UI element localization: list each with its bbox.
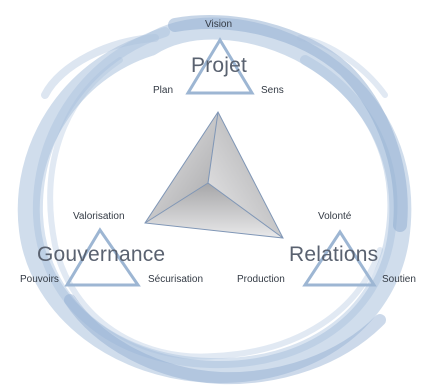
relations-title: Relations [289,243,379,266]
gouvernance-left-label: Pouvoirs [20,274,59,285]
relations-triangle [302,229,377,287]
gouvernance-top-label: Valorisation [73,211,125,222]
projet-title: Projet [191,54,248,77]
relations-right-label: Soutien [382,274,416,285]
gouvernance-title: Gouvernance [37,243,166,266]
brush-ring [17,15,412,385]
relations-top-label: Volonté [318,211,352,222]
projet-top-label: Vision [205,19,233,30]
projet-left-label: Plan [153,85,174,96]
gouvernance-triangle [64,227,141,287]
central-pyramid [144,111,284,239]
relations-left-label: Production [237,274,285,285]
projet-triangle [185,37,255,95]
projet-right-label: Sens [261,85,284,96]
gouvernance-right-label: Sécurisation [148,274,204,285]
